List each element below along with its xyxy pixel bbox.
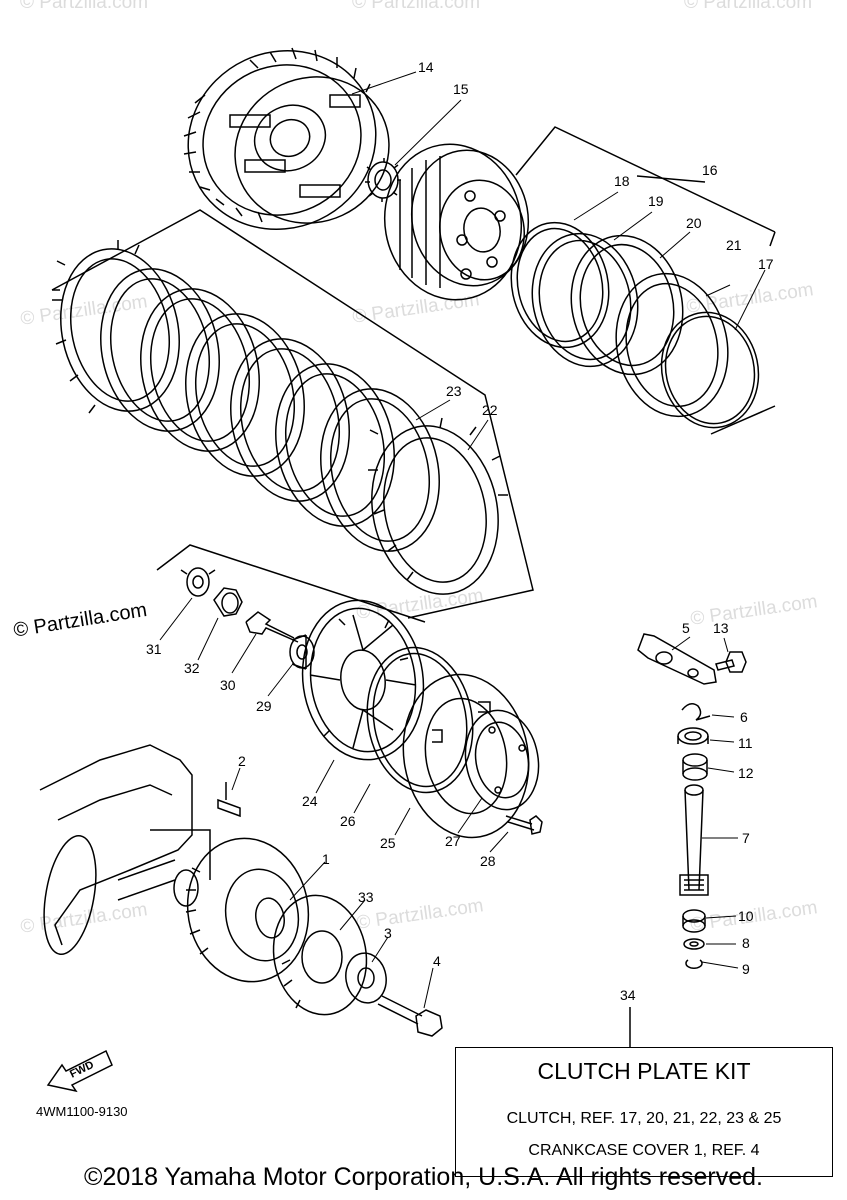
friction-plate-stack xyxy=(52,240,508,595)
shaft-bushing xyxy=(682,909,706,933)
callout-17: 17 xyxy=(758,256,774,272)
callout-22: 22 xyxy=(482,402,498,418)
callout-5: 5 xyxy=(682,620,690,636)
circlip xyxy=(685,959,703,970)
callout-20: 20 xyxy=(686,215,702,231)
callout-21: 21 xyxy=(726,237,742,253)
lever-bolt xyxy=(715,651,747,673)
clutch-boss xyxy=(383,143,530,301)
callout-26: 26 xyxy=(340,813,356,829)
watermark: © Partzilla.com xyxy=(352,0,481,13)
callout-11: 11 xyxy=(738,735,753,751)
callout-1: 1 xyxy=(322,851,330,867)
callout-8: 8 xyxy=(742,935,750,951)
group-bracket xyxy=(515,126,776,435)
callout-23: 23 xyxy=(446,383,462,399)
pressure-plate-cover xyxy=(464,709,540,811)
balancer-drive-washer xyxy=(272,894,368,1016)
watermark: © Partzilla.com xyxy=(20,0,149,13)
callout-7: 7 xyxy=(742,830,750,846)
push-lever xyxy=(637,633,717,685)
callout-numbers: 14 15 18 16 19 20 21 17 23 22 31 32 30 2… xyxy=(146,59,774,1003)
callout-30: 30 xyxy=(220,677,236,693)
kit-title: CLUTCH PLATE KIT xyxy=(537,1058,751,1084)
lock-washer-primary xyxy=(345,952,387,1004)
callout-6: 6 xyxy=(740,709,748,725)
diagram-code: 4WM1100-9130 xyxy=(36,1104,128,1119)
kit-line-crankcase: CRANKCASE COVER 1, REF. 4 xyxy=(528,1142,760,1159)
plate-stack-group xyxy=(51,209,534,619)
plate-set-right xyxy=(510,221,760,429)
callout-25: 25 xyxy=(380,835,396,851)
washer xyxy=(683,938,705,950)
push-rod xyxy=(245,611,299,643)
callout-14: 14 xyxy=(418,59,434,75)
callout-13: 13 xyxy=(713,620,729,636)
crankshaft-bolt xyxy=(377,995,443,1037)
bolt xyxy=(505,815,543,835)
woodruff-key xyxy=(217,782,241,818)
push-lever-shaft xyxy=(679,784,709,896)
thrust-washer xyxy=(365,158,401,202)
lock-nut xyxy=(213,587,243,617)
callout-10: 10 xyxy=(738,908,754,924)
callout-16: 16 xyxy=(702,162,718,178)
callout-24: 24 xyxy=(302,793,318,809)
callout-2: 2 xyxy=(238,753,246,769)
callout-27: 27 xyxy=(445,833,461,849)
callout-19: 19 xyxy=(648,193,664,209)
pressure-plate xyxy=(301,599,425,761)
friction-plate xyxy=(366,646,474,794)
shaft-bearing xyxy=(682,753,708,781)
callout-32: 32 xyxy=(184,660,200,676)
crankcase-section xyxy=(39,744,211,955)
callout-3: 3 xyxy=(384,925,392,941)
callout-34: 34 xyxy=(620,987,636,1003)
clutch-plate-kit-box: CLUTCH PLATE KIT CLUTCH, REF. 17, 20, 21… xyxy=(455,1047,833,1177)
callout-18: 18 xyxy=(614,173,630,189)
clutch-housing xyxy=(183,47,390,231)
leader-lines xyxy=(159,71,766,1009)
callout-12: 12 xyxy=(738,765,754,781)
watermark: © Partzilla.com xyxy=(684,0,813,13)
kit-line-clutch: CLUTCH, REF. 17, 20, 21, 22, 23 & 25 xyxy=(506,1110,782,1127)
callout-4: 4 xyxy=(433,953,441,969)
oil-seal xyxy=(677,727,709,745)
callout-29: 29 xyxy=(256,698,272,714)
callout-33: 33 xyxy=(358,889,374,905)
callout-9: 9 xyxy=(742,961,750,977)
spring xyxy=(681,703,711,721)
forward-arrow-icon: FWD xyxy=(46,1049,113,1093)
copyright-notice: ©2018 Yamaha Motor Corporation, U.S.A. A… xyxy=(84,1163,763,1191)
fwd-label: FWD xyxy=(68,1059,96,1081)
pressure-plate-group xyxy=(156,544,426,623)
callout-15: 15 xyxy=(453,81,469,97)
callout-28: 28 xyxy=(480,853,496,869)
primary-drive-gear xyxy=(185,837,310,983)
callout-31: 31 xyxy=(146,641,162,657)
lock-washer xyxy=(180,567,216,597)
clutch-plate xyxy=(402,673,530,839)
